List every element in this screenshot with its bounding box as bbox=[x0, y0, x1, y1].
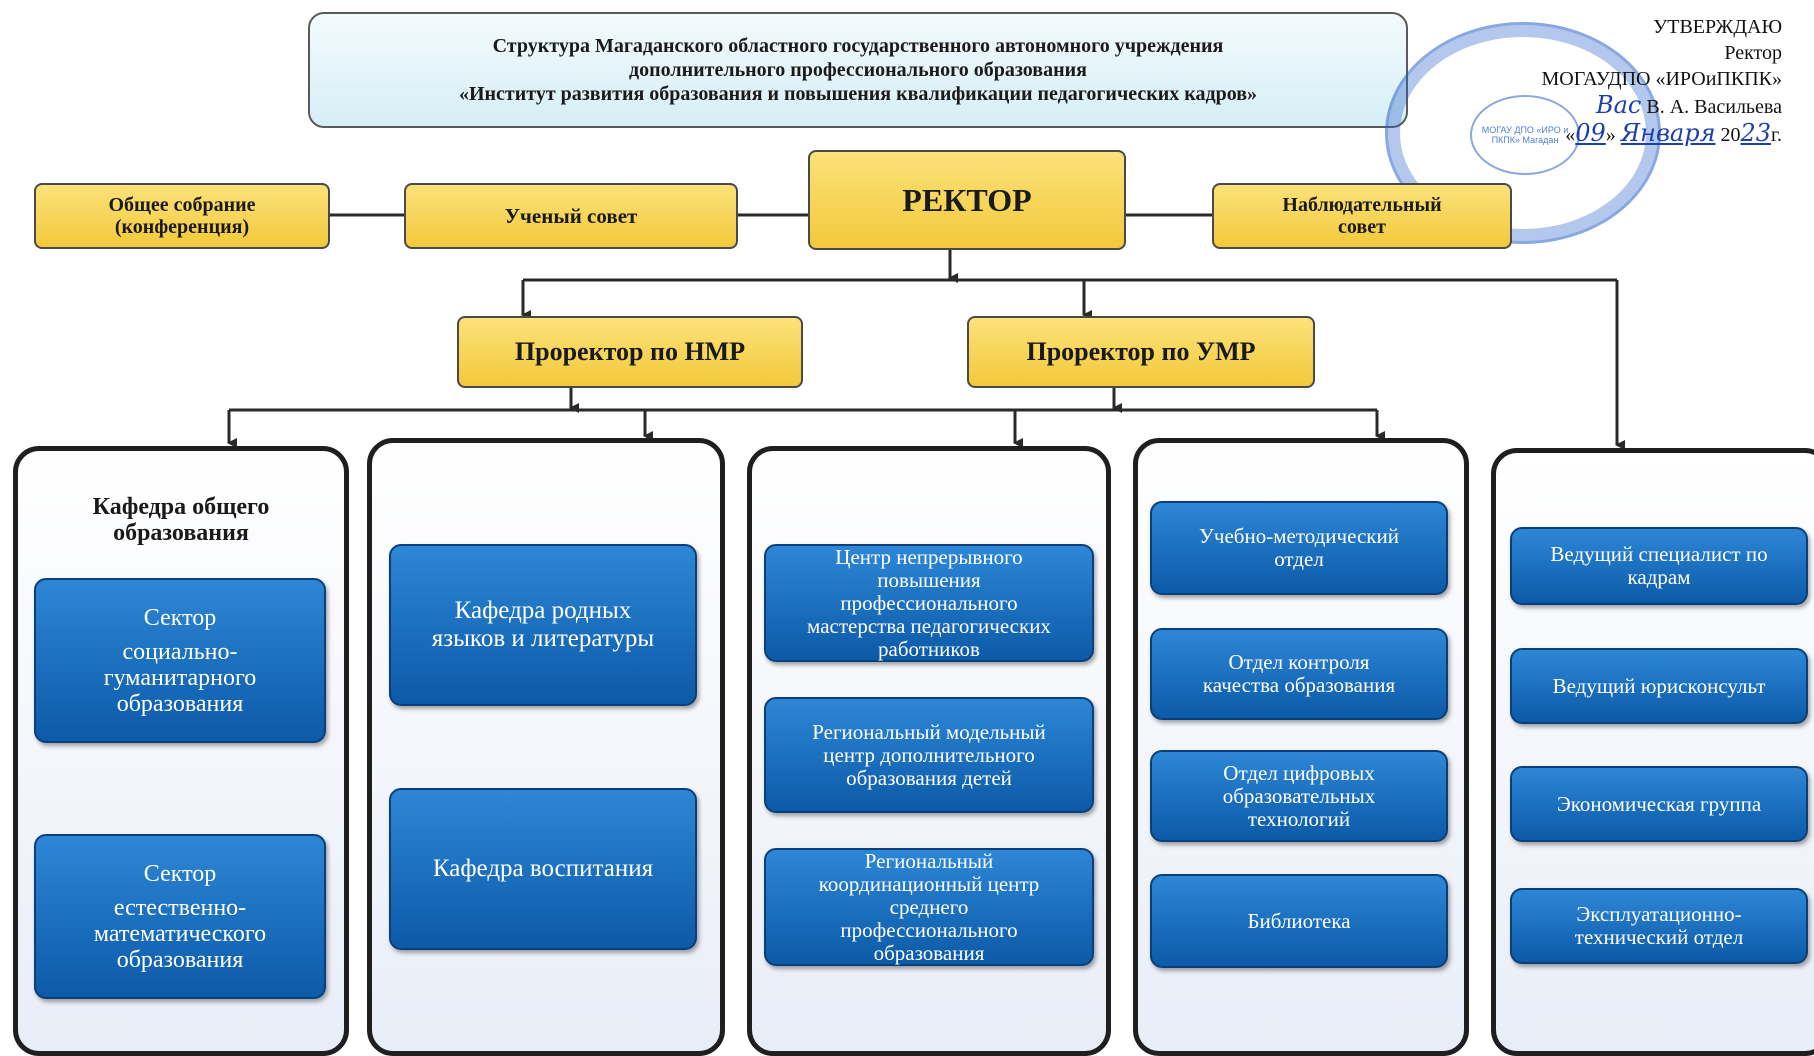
staff-hr-line-1: Ведущий специалист по bbox=[1550, 542, 1768, 566]
center-rc-line-2: координационный центр bbox=[818, 871, 1040, 896]
center-continuous-development[interactable]: Центр непрерывного повышения профессиона… bbox=[764, 544, 1094, 662]
staff-maintenance-dept[interactable]: Эксплуатационно- технический отдел bbox=[1510, 888, 1808, 964]
unit-library-label: Библиотека bbox=[1247, 908, 1351, 933]
title-line-2: дополнительного профессионального образо… bbox=[629, 59, 1087, 81]
dept-native-languages[interactable]: Кафедра родных языков и литературы bbox=[389, 544, 697, 706]
staff-legal-label: Ведущий юрисконсульт bbox=[1552, 673, 1766, 698]
date-close-quote: » bbox=[1605, 124, 1616, 146]
sector-social-humanitarian[interactable]: Сектор социально- гуманитарного образова… bbox=[34, 578, 326, 743]
staff-economic-group[interactable]: Экономическая группа bbox=[1510, 766, 1808, 842]
supervisory-board-line-1: Наблюдательный bbox=[1282, 194, 1442, 216]
supervisory-board-box[interactable]: Наблюдательный совет bbox=[1212, 183, 1512, 249]
date-open-quote: « bbox=[1565, 124, 1576, 146]
staff-maintenance-line-2: технический отдел bbox=[1574, 925, 1744, 949]
dept-general-education-heading: Кафедра общего образования bbox=[40, 494, 322, 546]
sector-nm-line-1: Сектор bbox=[143, 860, 217, 887]
center-cd-line-4: мастерства педагогических bbox=[807, 613, 1051, 638]
rector-label: РЕКТОР bbox=[902, 181, 1032, 218]
dept-general-education-line-2: образования bbox=[113, 520, 249, 546]
general-meeting-line-1: Общее собрание bbox=[108, 194, 256, 216]
rector-box[interactable]: РЕКТОР bbox=[808, 150, 1126, 250]
sector-nm-line-2: естественно- bbox=[113, 894, 247, 921]
approval-signature-line: Вас В. А. Васильева bbox=[1440, 92, 1782, 120]
center-rc-line-1: Региональный bbox=[864, 848, 994, 873]
approval-name: В. А. Васильева bbox=[1646, 96, 1782, 118]
general-meeting-line-2: (конференция) bbox=[114, 216, 250, 238]
column-departments bbox=[367, 438, 725, 1056]
center-cd-line-3: профессионального bbox=[840, 590, 1018, 615]
dept-native-languages-line-2: языков и литературы bbox=[431, 625, 655, 652]
sector-nm-line-4: образования bbox=[116, 946, 244, 973]
dept-upbringing-label: Кафедра воспитания bbox=[432, 855, 654, 882]
sector-sh-line-3: гуманитарного bbox=[103, 664, 257, 691]
sector-nm-line-3: математического bbox=[93, 920, 267, 947]
center-rm-line-1: Региональный модельный bbox=[812, 719, 1046, 744]
staff-maintenance-line-1: Эксплуатационно- bbox=[1576, 902, 1742, 926]
approval-org: МОГАУДПО «ИРОиПКПК» bbox=[1541, 68, 1783, 90]
sector-sh-line-1: Сектор bbox=[143, 604, 217, 631]
stamp-text: МОГАУ ДПО «ИРО и ПКПК» Магадан bbox=[1481, 125, 1569, 145]
approval-block: УТВЕРЖДАЮ Ректор МОГАУДПО «ИРОиПКПК» Вас… bbox=[1440, 14, 1783, 148]
dept-general-education-line-1: Кафедра общего bbox=[92, 494, 270, 520]
date-day: 09 bbox=[1575, 119, 1606, 147]
dept-native-languages-line-1: Кафедра родных bbox=[454, 597, 632, 624]
title-line-1: Структура Магаданского областного госуда… bbox=[492, 35, 1224, 57]
center-cd-line-5: работников bbox=[878, 636, 980, 661]
date-month: Января bbox=[1620, 119, 1716, 147]
sector-sh-line-4: образования bbox=[116, 690, 244, 717]
vice-rector-nmr-label: Проректор по НМР bbox=[514, 337, 746, 366]
academic-council-box[interactable]: Ученый совет bbox=[404, 183, 738, 249]
unit-digital-technologies[interactable]: Отдел цифровых образовательных технологи… bbox=[1150, 750, 1448, 842]
center-cd-line-2: повышения bbox=[877, 567, 981, 592]
date-year-prefix: 20 bbox=[1720, 124, 1741, 146]
staff-economic-label: Экономическая группа bbox=[1556, 791, 1762, 816]
center-rm-line-3: образования детей bbox=[846, 765, 1012, 790]
date-year-end: г. bbox=[1771, 124, 1782, 146]
unit-md-line-1: Учебно-методический bbox=[1199, 524, 1399, 548]
unit-quality-control[interactable]: Отдел контроля качества образования bbox=[1150, 628, 1448, 720]
unit-dt-line-2: образовательных bbox=[1222, 783, 1376, 808]
sector-sh-line-2: социально- bbox=[122, 638, 238, 665]
unit-md-line-2: отдел bbox=[1274, 547, 1324, 571]
staff-hr-line-2: кадрам bbox=[1627, 565, 1691, 589]
unit-library[interactable]: Библиотека bbox=[1150, 874, 1448, 968]
staff-hr-specialist[interactable]: Ведущий специалист по кадрам bbox=[1510, 527, 1808, 605]
supervisory-board-line-2: совет bbox=[1338, 216, 1386, 238]
vice-rector-nmr-box[interactable]: Проректор по НМР bbox=[457, 316, 803, 388]
approval-date: «09» Января 2023г. bbox=[1440, 120, 1782, 148]
general-meeting-box[interactable]: Общее собрание (конференция) bbox=[34, 183, 330, 249]
seal-stamp bbox=[1385, 22, 1661, 244]
center-regional-coordination[interactable]: Региональный координационный центр средн… bbox=[764, 848, 1094, 966]
center-rc-line-3: среднего bbox=[889, 894, 969, 919]
approval-heading: УТВЕРЖДАЮ bbox=[1653, 16, 1782, 38]
unit-methodical-dept[interactable]: Учебно-методический отдел bbox=[1150, 501, 1448, 595]
dept-upbringing[interactable]: Кафедра воспитания bbox=[389, 788, 697, 950]
unit-qc-line-2: качества образования bbox=[1202, 673, 1396, 697]
structure-title: Структура Магаданского областного госуда… bbox=[308, 12, 1408, 128]
approval-position: Ректор bbox=[1724, 42, 1782, 64]
center-rc-line-5: образования bbox=[873, 940, 985, 965]
unit-dt-line-1: Отдел цифровых bbox=[1223, 760, 1375, 785]
center-rc-line-4: профессионального bbox=[840, 917, 1018, 942]
sector-natural-math[interactable]: Сектор естественно- математического обра… bbox=[34, 834, 326, 999]
title-line-3: «Институт развития образования и повышен… bbox=[458, 83, 1258, 105]
academic-council-label: Ученый совет bbox=[504, 203, 638, 228]
signature: Вас bbox=[1595, 91, 1642, 119]
vice-rector-umr-label: Проректор по УМР bbox=[1026, 337, 1256, 366]
center-cd-line-1: Центр непрерывного bbox=[835, 544, 1023, 569]
staff-legal-counsel[interactable]: Ведущий юрисконсульт bbox=[1510, 648, 1808, 724]
date-year-suffix: 23 bbox=[1740, 119, 1772, 147]
vice-rector-umr-box[interactable]: Проректор по УМР bbox=[967, 316, 1315, 388]
center-rm-line-2: центр дополнительного bbox=[823, 742, 1035, 767]
seal-stamp-center: МОГАУ ДПО «ИРО и ПКПК» Магадан bbox=[1470, 95, 1580, 175]
unit-qc-line-1: Отдел контроля bbox=[1228, 650, 1370, 674]
center-regional-model[interactable]: Региональный модельный центр дополнитель… bbox=[764, 697, 1094, 813]
unit-dt-line-3: технологий bbox=[1247, 806, 1351, 831]
